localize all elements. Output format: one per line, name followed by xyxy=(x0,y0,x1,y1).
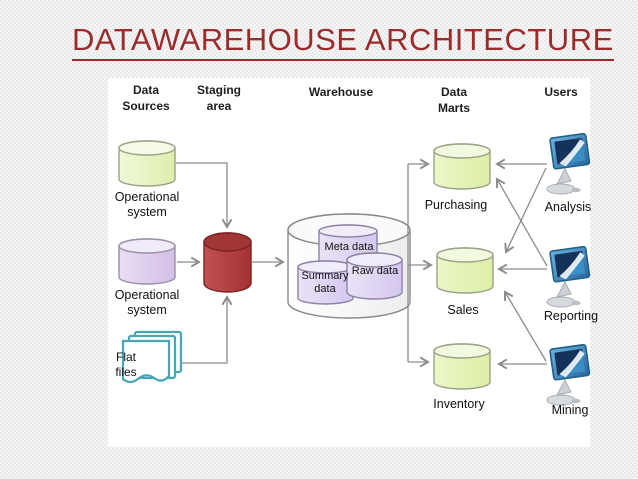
operational-system-1-label: Operational system xyxy=(114,190,180,220)
reporting-label: Reporting xyxy=(543,309,599,323)
staging-area-cylinder xyxy=(203,232,252,293)
inventory-label: Inventory xyxy=(433,397,485,411)
operational-system-2-cylinder xyxy=(118,238,176,285)
column-header-data-sources: Data Sources xyxy=(122,83,170,114)
column-header-warehouse: Warehouse xyxy=(308,85,374,99)
analysis-computer-icon xyxy=(546,133,591,195)
raw-data-label: Raw data xyxy=(351,265,399,277)
meta-data-label: Meta data xyxy=(324,241,374,253)
page-title: DATAWAREHOUSE ARCHITECTURE xyxy=(72,22,614,61)
analysis-label: Analysis xyxy=(544,200,592,214)
reporting-computer-icon xyxy=(546,246,591,308)
column-header-staging-area: Staging area xyxy=(197,83,241,114)
inventory-cylinder xyxy=(433,343,491,390)
mining-label: Mining xyxy=(551,403,589,417)
mining-computer-icon xyxy=(546,344,591,406)
summary-data-cylinder xyxy=(297,260,354,305)
sales-cylinder xyxy=(436,247,494,294)
operational-system-2-label: Operational system xyxy=(114,288,180,318)
flat-files-label: Flat files xyxy=(115,350,137,379)
purchasing-label: Purchasing xyxy=(424,198,488,212)
flat-files-icon xyxy=(121,330,183,384)
column-header-data-marts: Data Marts xyxy=(437,85,470,116)
raw-data-cylinder xyxy=(346,252,403,300)
purchasing-cylinder xyxy=(433,143,491,190)
operational-system-1-cylinder xyxy=(118,140,176,187)
summary-data-label: Summary data xyxy=(301,270,349,295)
column-header-users: Users xyxy=(544,85,578,99)
sales-label: Sales xyxy=(447,303,479,317)
